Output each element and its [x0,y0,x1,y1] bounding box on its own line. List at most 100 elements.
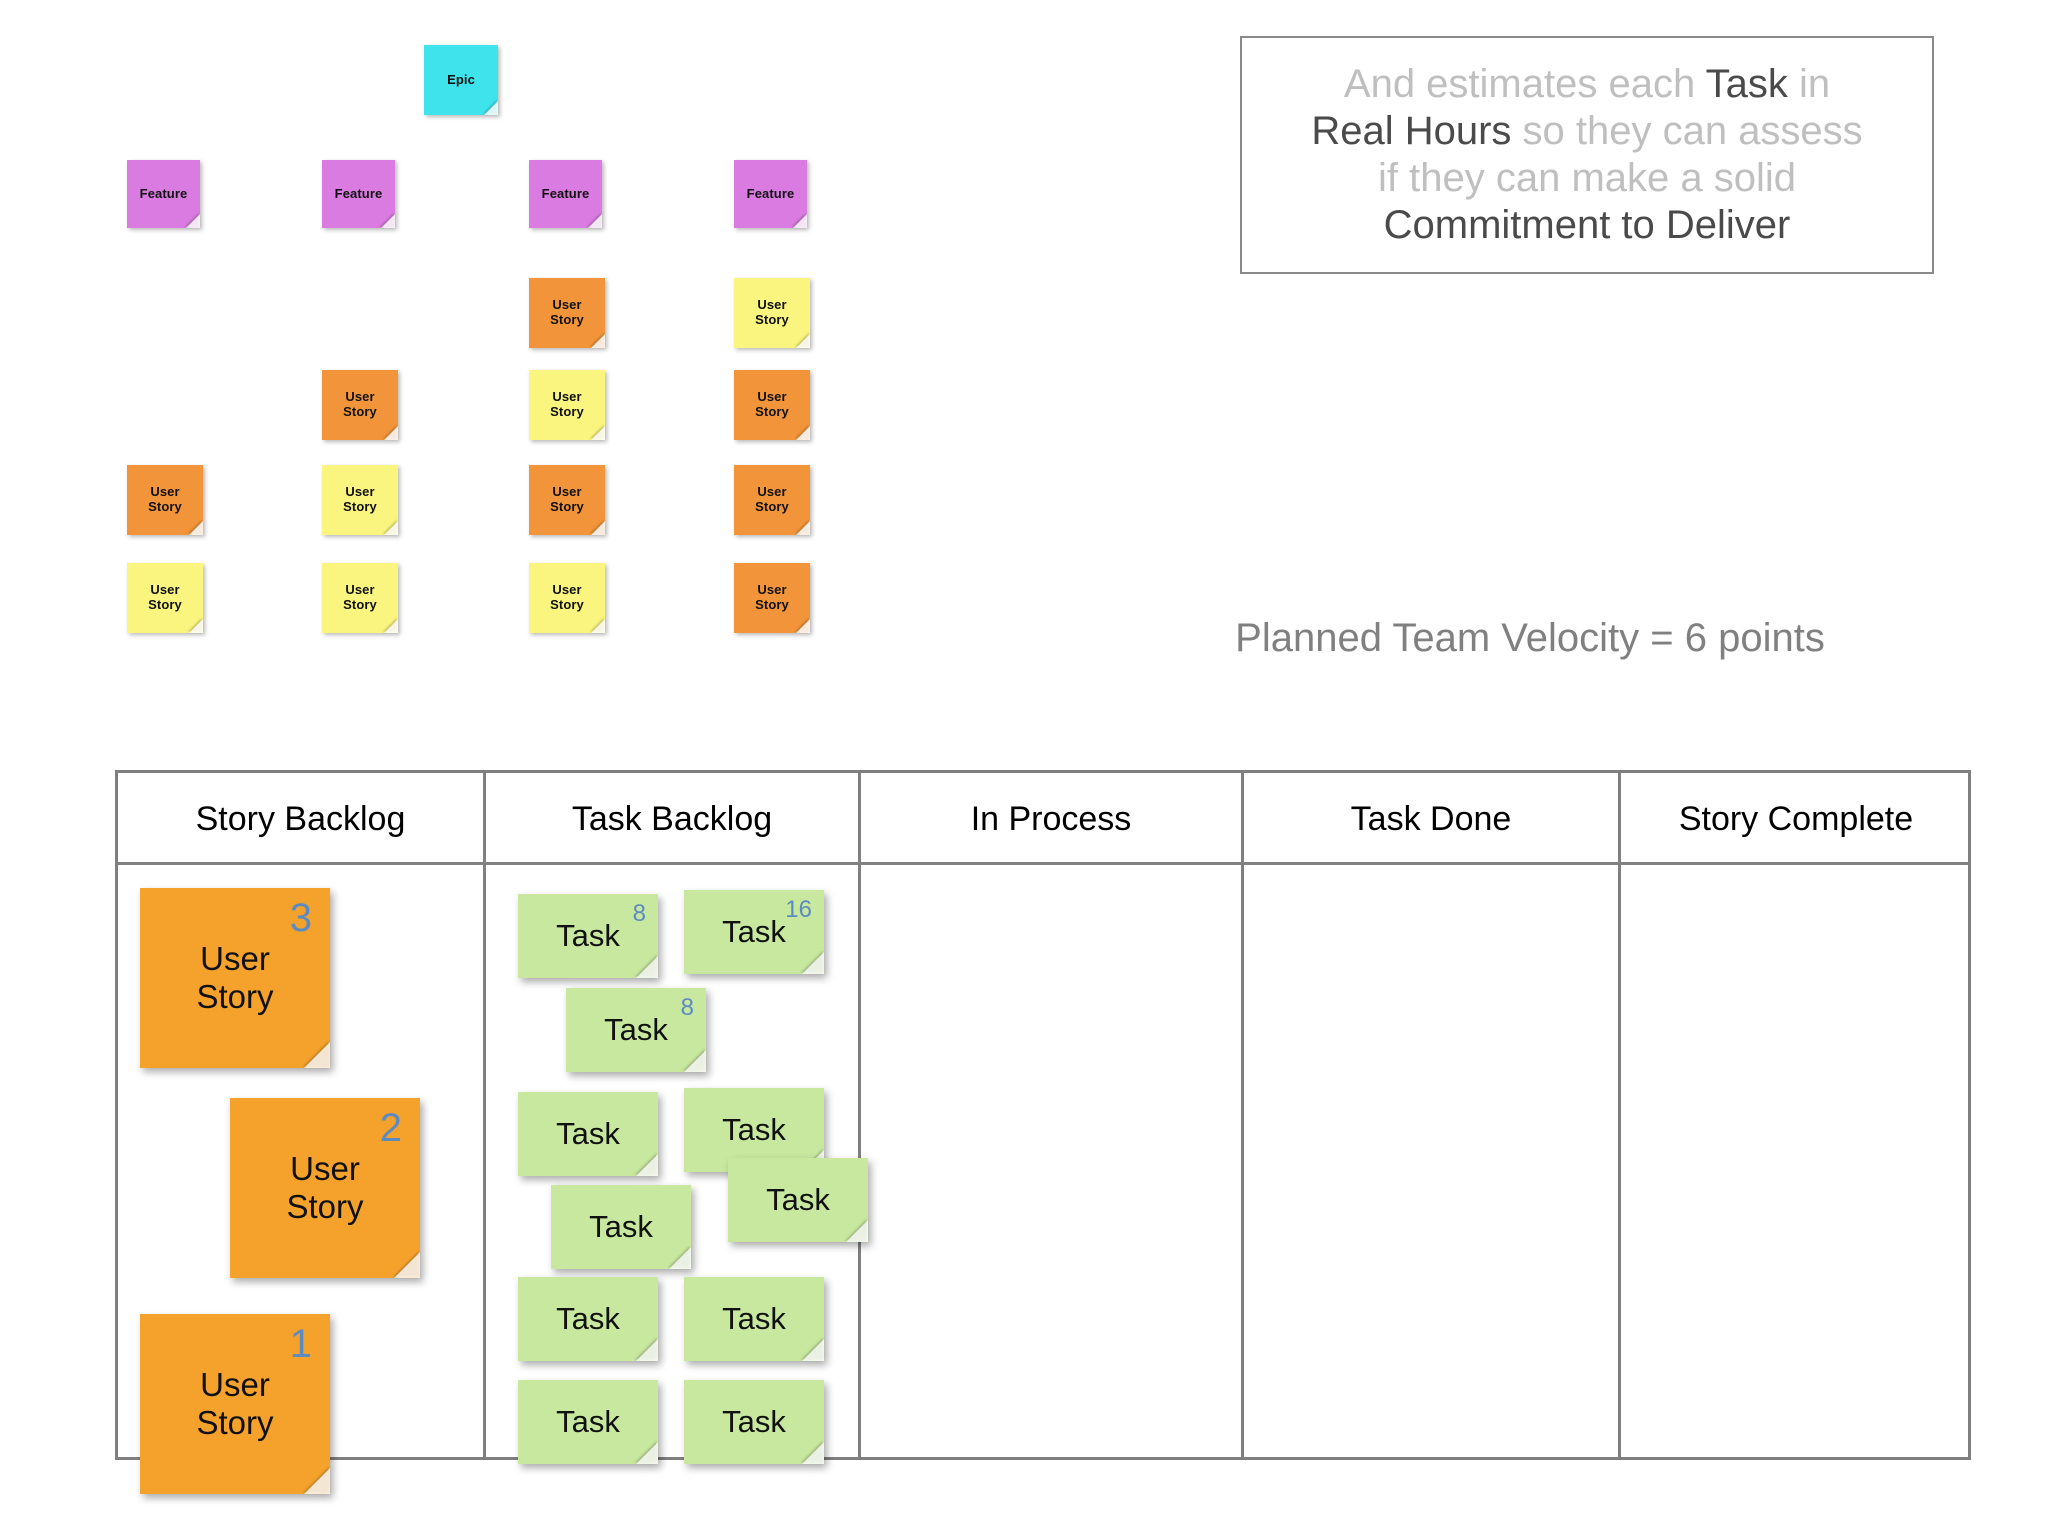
column-header-task-done[interactable]: Task Done [1244,773,1618,865]
board-task-card-g1-3[interactable]: 8 Task [566,988,706,1072]
note-fold-icon [636,1154,658,1176]
callout-seg: if they can make a solid [1378,156,1796,200]
epic-note-label: Epic [447,71,475,87]
task-card-label: Task [604,1012,668,1048]
story-map-note-c4r3[interactable]: User Story [734,465,810,535]
story-map-note-c4r4[interactable]: User Story [734,563,810,633]
story-note-line2: Story [148,597,182,612]
board-task-card-g1-2[interactable]: 16 Task [684,890,824,974]
story-note-line2: Story [343,404,377,419]
story-map-note-c2r2[interactable]: User Story [322,370,398,440]
board-task-card-g2-3[interactable]: Task [728,1158,868,1242]
story-note-line2: Story [755,597,789,612]
board-task-card-g3-4[interactable]: Task [684,1380,824,1464]
story-map-note-c1r3[interactable]: User Story [127,465,203,535]
board-story-card-2[interactable]: 2 User Story [230,1098,420,1278]
story-card-line1: User [290,1150,360,1188]
callout-seg-emphasis: Real Hours [1311,108,1512,153]
task-hours-badge: 8 [632,900,646,927]
feature-note-label: Feature [541,185,590,201]
story-note-line1: User [552,297,582,313]
story-note-line1: User [757,297,787,313]
board-task-card-g3-1[interactable]: Task [518,1277,658,1361]
board-task-card-g3-3[interactable]: Task [518,1380,658,1464]
story-map-note-c4r2[interactable]: User Story [734,370,810,440]
column-header-label: Task Done [1350,799,1512,838]
board-task-card-g2-4[interactable]: Task [551,1185,691,1269]
note-fold-icon [796,426,810,440]
board-task-card-g3-2[interactable]: Task [684,1277,824,1361]
story-note-line1: User [757,389,787,405]
story-note-line2: Story [343,597,377,612]
feature-note-4[interactable]: Feature [734,160,807,228]
note-fold-icon [304,1468,330,1494]
column-header-in-process[interactable]: In Process [861,773,1241,865]
column-header-story-complete[interactable]: Story Complete [1621,773,1971,865]
story-map-note-c3r1[interactable]: User Story [529,278,605,348]
story-map-note-c1r4[interactable]: User Story [127,563,203,633]
note-fold-icon [636,1339,658,1361]
task-card-label: Task [722,1112,786,1148]
note-fold-icon [684,1050,706,1072]
callout-line-3: if they can make a solid [1378,155,1796,202]
note-fold-icon [591,619,605,633]
feature-note-1[interactable]: Feature [127,160,200,228]
note-fold-icon [591,521,605,535]
story-note-line2: Story [550,597,584,612]
story-map-note-c3r2[interactable]: User Story [529,370,605,440]
column-header-task-backlog[interactable]: Task Backlog [486,773,858,865]
note-fold-icon [394,1252,420,1278]
note-fold-icon [796,619,810,633]
story-map-note-c3r4[interactable]: User Story [529,563,605,633]
note-fold-icon [802,952,824,974]
board-story-card-3[interactable]: 1 User Story [140,1314,330,1494]
column-header-label: Story Complete [1678,799,1914,838]
story-card-line2: Story [196,1404,274,1441]
kanban-board: Story Backlog Task Backlog In Process Ta… [115,770,1971,1460]
column-divider-1 [483,773,486,1457]
story-note-line2: Story [343,499,377,514]
task-card-label: Task [722,1404,786,1440]
note-fold-icon [189,619,203,633]
note-fold-icon [802,1442,824,1464]
story-map-note-c3r3[interactable]: User Story [529,465,605,535]
story-note-line2: Story [755,312,789,327]
story-note-line1: User [150,582,180,598]
story-note-line1: User [552,582,582,598]
story-map-note-c2r3[interactable]: User Story [322,465,398,535]
task-card-label: Task [556,1404,620,1440]
task-card-label: Task [722,914,786,950]
note-fold-icon [381,214,395,228]
column-divider-3 [1241,773,1244,1457]
task-card-label: Task [589,1209,653,1245]
board-task-card-g1-1[interactable]: 8 Task [518,894,658,978]
header-rule [118,862,1968,865]
note-fold-icon [636,956,658,978]
board-story-card-1[interactable]: 3 User Story [140,888,330,1068]
story-note-line1: User [345,484,375,500]
column-header-story-backlog[interactable]: Story Backlog [118,773,483,865]
note-fold-icon [384,619,398,633]
feature-note-label: Feature [746,185,795,201]
story-note-line2: Story [755,404,789,419]
story-card-line1: User [200,1366,270,1404]
feature-note-2[interactable]: Feature [322,160,395,228]
column-divider-2 [858,773,861,1457]
column-header-label: Story Backlog [195,799,406,838]
task-hours-badge: 8 [680,994,694,1021]
callout-line-2: Real Hours so they can assess [1311,108,1862,155]
story-map-note-c4r1[interactable]: User Story [734,278,810,348]
note-fold-icon [796,521,810,535]
feature-note-3[interactable]: Feature [529,160,602,228]
callout-seg: so they can assess [1511,108,1863,153]
epic-note[interactable]: Epic [424,45,498,115]
note-fold-icon [189,521,203,535]
callout-line-4: Commitment to Deliver [1384,202,1791,249]
board-task-card-g2-1[interactable]: Task [518,1092,658,1176]
story-card-line2: Story [286,1188,364,1225]
story-points-badge: 3 [289,896,312,940]
story-card-line2: Story [196,978,274,1015]
note-fold-icon [484,101,498,115]
planned-team-velocity-label: Planned Team Velocity = 6 points [1235,616,1825,660]
story-map-note-c2r4[interactable]: User Story [322,563,398,633]
